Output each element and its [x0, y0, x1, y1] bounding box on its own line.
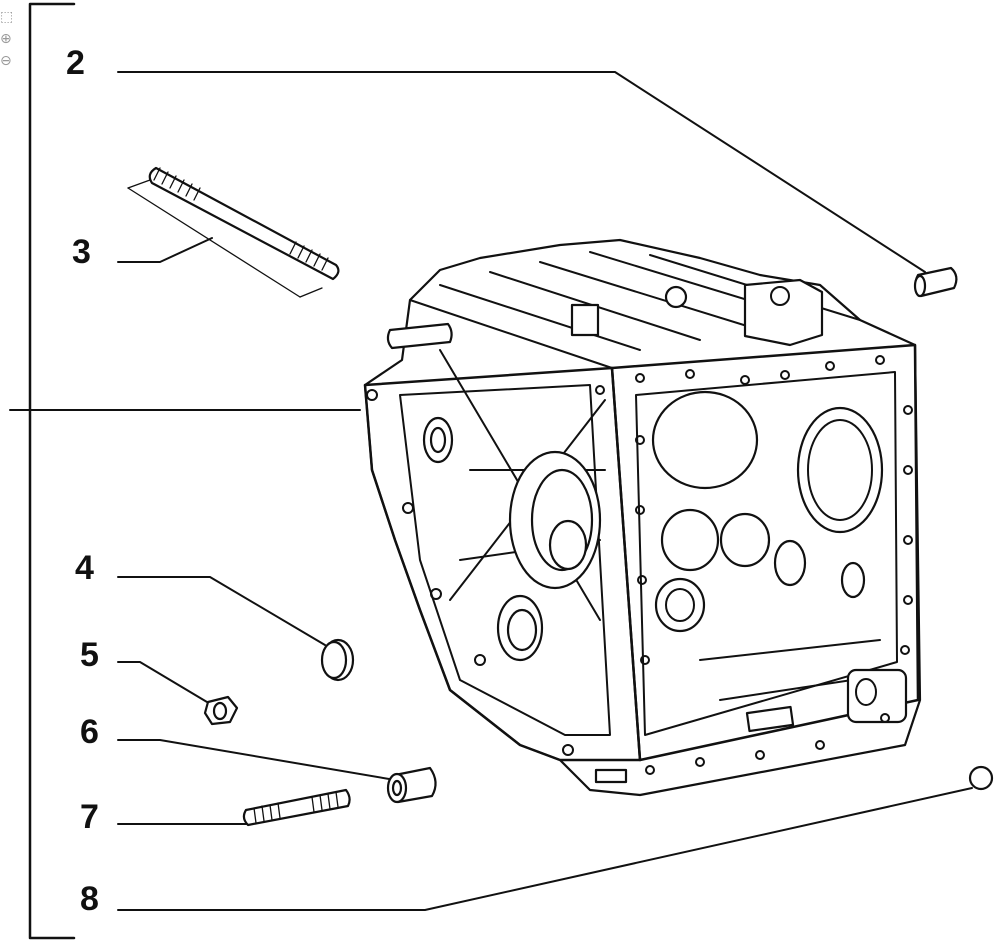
callout-number-5[interactable]: 5: [80, 636, 99, 674]
select-icon[interactable]: ⬚: [0, 9, 14, 25]
callout-number-2[interactable]: 2: [66, 44, 85, 82]
callout-number-8[interactable]: 8: [80, 880, 99, 918]
bushing-part-6[interactable]: [386, 766, 437, 804]
leader-line-5: [117, 661, 213, 706]
nut-part-5[interactable]: [203, 695, 239, 726]
gearbox-housing-part-1[interactable]: [363, 238, 922, 797]
short-stud-part-7[interactable]: [242, 788, 351, 827]
leader-line-3: [117, 237, 213, 263]
pin-part-8[interactable]: [968, 765, 994, 791]
leader-line-2: [117, 71, 926, 273]
callout-number-7[interactable]: 7: [80, 798, 99, 836]
zoom-in-icon[interactable]: ⊕: [0, 31, 12, 47]
callout-number-3[interactable]: 3: [72, 233, 91, 271]
dowel-pin-part-2[interactable]: [913, 266, 958, 298]
bolt-holes: [366, 355, 913, 775]
leader-line-8: [117, 787, 973, 911]
zoom-out-icon[interactable]: ⊖: [0, 53, 12, 69]
leader-line-4: [117, 576, 326, 646]
leader-line-6: [117, 739, 396, 781]
long-stud-part-3[interactable]: [127, 166, 340, 298]
viewer-toolbar: ⬚ ⊕ ⊖: [0, 6, 18, 72]
callout-number-6[interactable]: 6: [80, 713, 99, 751]
leader-lines: [9, 71, 973, 911]
cap-plug-part-4[interactable]: [320, 638, 355, 682]
callout-number-4[interactable]: 4: [75, 549, 94, 587]
group-bracket: [28, 2, 76, 940]
